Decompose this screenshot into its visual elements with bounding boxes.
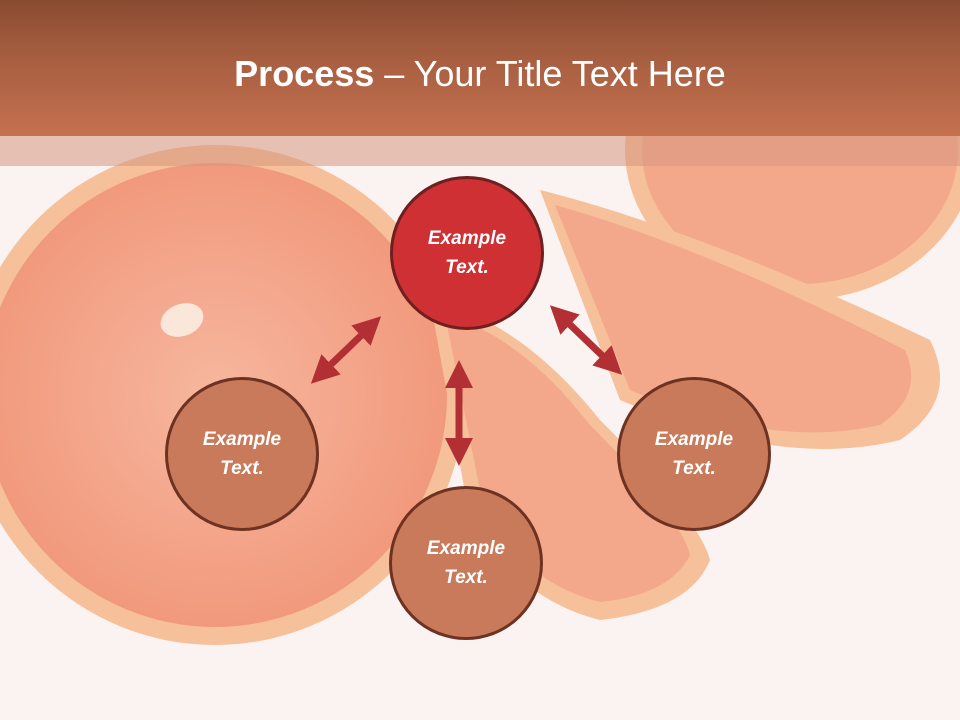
arrow-top-left xyxy=(310,316,382,384)
process-node-bottom[interactable]: Example Text. xyxy=(389,486,543,640)
slide-title-bold: Process xyxy=(234,53,375,94)
slide-title-rest: – Your Title Text Here xyxy=(374,53,726,94)
process-node-top-label: Example Text. xyxy=(427,228,507,278)
slide-title: Process – Your Title Text Here xyxy=(0,52,960,96)
process-node-left-label: Example Text. xyxy=(202,429,282,479)
process-node-left[interactable]: Example Text. xyxy=(165,377,319,531)
title-divider-strip xyxy=(0,136,960,166)
process-node-right[interactable]: Example Text. xyxy=(617,377,771,531)
process-node-right-label: Example Text. xyxy=(654,429,734,479)
arrow-top-right xyxy=(549,305,623,375)
title-bar xyxy=(0,0,960,136)
process-node-top[interactable]: Example Text. xyxy=(390,176,544,330)
process-node-bottom-label: Example Text. xyxy=(426,538,506,588)
